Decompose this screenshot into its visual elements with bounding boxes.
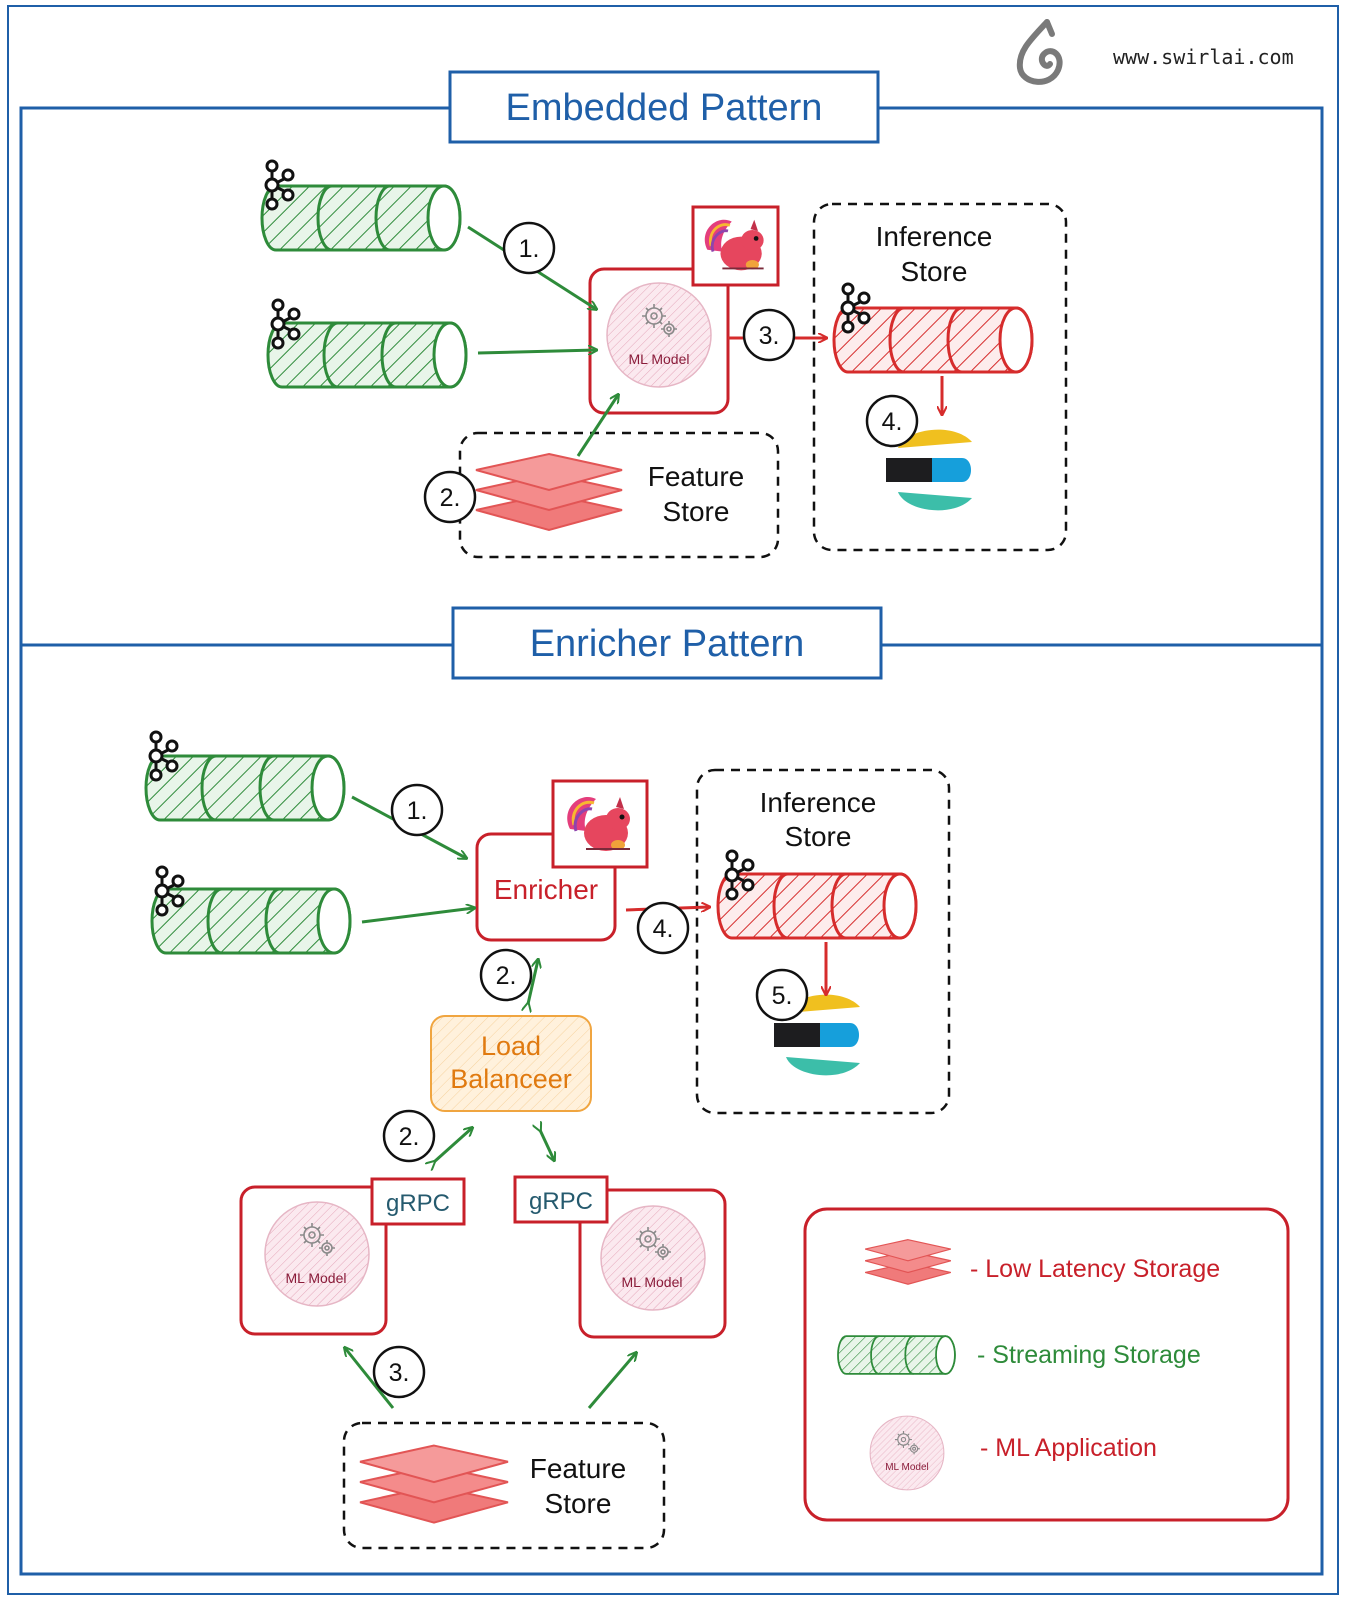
ml-model-icon <box>601 1206 705 1310</box>
arrow-balancer-left <box>434 1128 472 1162</box>
ml-model-right-label: ML Model <box>622 1274 683 1290</box>
enricher-step-2a: 2. <box>496 962 517 990</box>
enricher-inference-line-2: Store <box>785 821 852 852</box>
embedded-inference-store <box>812 202 1068 552</box>
embedded-step-1: 1. <box>519 235 540 263</box>
embedded-feature-line-2: Store <box>663 496 730 527</box>
embedded-inference-line-2: Store <box>901 256 968 287</box>
embedded-model-label: ML Model <box>629 351 690 367</box>
enricher-title: Enricher Pattern <box>530 623 805 665</box>
enricher-feature-line-1: Feature <box>530 1453 627 1484</box>
legend-model-label: ML Model <box>885 1462 929 1473</box>
step-circle <box>865 394 919 448</box>
enricher-step-5: 5. <box>772 982 793 1010</box>
enricher-step-4: 4. <box>653 915 674 943</box>
arrow-balancer-right <box>540 1130 554 1160</box>
load-balancer <box>430 1015 592 1112</box>
brand-url: www.swirlai.com <box>1113 45 1294 69</box>
embedded-feature-store <box>458 431 780 559</box>
legend-streaming: - Streaming Storage <box>977 1341 1201 1369</box>
step-circle <box>502 221 556 275</box>
outer-frame <box>7 5 1339 1595</box>
embedded-title-box <box>448 70 880 144</box>
enricher-feature-line-2: Store <box>545 1488 612 1519</box>
step-circle <box>390 783 444 837</box>
swirl-logo-icon <box>1016 19 1063 85</box>
enricher-step-2b: 2. <box>399 1123 420 1151</box>
grpc-left-label: gRPC <box>386 1190 450 1217</box>
arrow-feature-right <box>587 1353 636 1409</box>
enricher-feature-store <box>342 1421 666 1550</box>
low-latency-storage-icon <box>359 1444 509 1524</box>
load-balancer-line-1: Load <box>481 1031 541 1061</box>
ml-model-icon <box>265 1202 369 1306</box>
embedded-title: Embedded Pattern <box>506 87 823 129</box>
load-balancer-line-2: Balanceer <box>450 1064 572 1094</box>
legend-low-latency: - Low Latency Storage <box>970 1255 1220 1283</box>
step-circle <box>742 308 796 362</box>
arrow-feature-model <box>576 395 618 457</box>
enricher-inference-store <box>695 768 951 1115</box>
ml-model-icon <box>870 1416 944 1490</box>
embedded-step-2: 2. <box>440 484 461 512</box>
ml-model-left-label: ML Model <box>286 1270 347 1286</box>
step-circle <box>636 901 690 955</box>
enricher-inference-line-1: Inference <box>760 787 877 818</box>
step-circle <box>755 968 809 1022</box>
step-circle <box>479 948 533 1002</box>
step-circle <box>382 1109 436 1163</box>
embedded-inference-line-1: Inference <box>876 221 993 252</box>
legend-ml-app: - ML Application <box>980 1434 1157 1462</box>
ml-model-icon <box>607 283 711 387</box>
step-circle <box>423 470 477 524</box>
arrow-feature-left <box>345 1348 395 1409</box>
embedded-step-3: 3. <box>759 322 780 350</box>
enricher-title-box <box>451 606 883 680</box>
grpc-box-right <box>513 1175 609 1224</box>
enricher-label: Enricher <box>494 874 598 905</box>
grpc-box-left <box>370 1177 466 1226</box>
streaming-storage-icon <box>837 1335 956 1375</box>
enricher-step-1: 1. <box>407 797 428 825</box>
arrow-enricher-balancer <box>528 960 538 1004</box>
enricher-step-3: 3. <box>389 1359 410 1387</box>
low-latency-storage-icon <box>475 453 623 531</box>
arrow-stream2-enricher <box>361 908 474 924</box>
grpc-right-label: gRPC <box>529 1188 593 1215</box>
step-circle <box>372 1345 426 1399</box>
embedded-step-4: 4. <box>882 408 903 436</box>
embedded-feature-line-1: Feature <box>648 461 745 492</box>
arrow-stream2-model <box>477 350 596 353</box>
